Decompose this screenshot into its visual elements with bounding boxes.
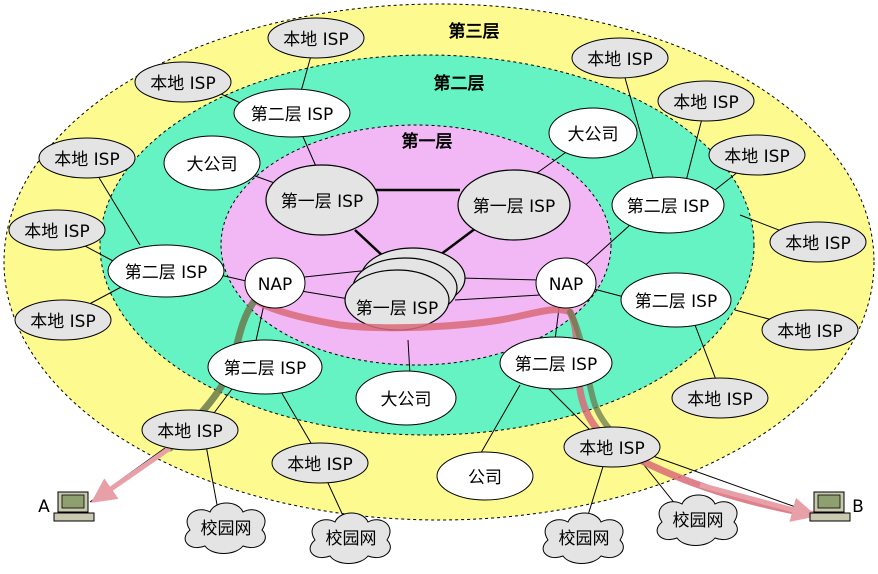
tier2-isp-node: 第二层 ISP — [620, 272, 732, 328]
svg-text:第二层 ISP: 第二层 ISP — [627, 197, 709, 217]
host-a-label: A — [38, 497, 50, 517]
local-isp-node: 本地 ISP — [571, 37, 669, 79]
campus-clouds: 校园网 校园网 校园网 校园网 — [184, 494, 738, 564]
company-node: 公司 — [436, 451, 534, 501]
svg-text:本地 ISP: 本地 ISP — [687, 390, 752, 410]
svg-text:本地 ISP: 本地 ISP — [54, 150, 119, 170]
local-isp-node: 本地 ISP — [708, 134, 806, 176]
local-isp-node: 本地 ISP — [8, 209, 106, 251]
tier1-backbone-links — [354, 188, 481, 259]
svg-text:第二层 ISP: 第二层 ISP — [125, 263, 207, 283]
local-isp-node: 本地 ISP — [271, 442, 369, 484]
svg-text:大公司: 大公司 — [187, 155, 238, 175]
big-company-node: 大公司 — [355, 370, 457, 426]
layer-one-title: 第一层 — [402, 131, 453, 152]
route-arrow-a — [90, 445, 172, 503]
svg-text:第二层 ISP: 第二层 ISP — [635, 292, 717, 312]
local-isp-node: 本地 ISP — [671, 377, 769, 419]
svg-text:本地 ISP: 本地 ISP — [157, 422, 222, 442]
big-company-node: 大公司 — [548, 107, 638, 159]
svg-text:第一层 ISP: 第一层 ISP — [473, 197, 555, 217]
svg-text:校园网: 校园网 — [201, 519, 252, 539]
svg-text:本地 ISP: 本地 ISP — [777, 322, 842, 342]
local-isp-node: 本地 ISP — [563, 426, 661, 468]
host-b-label: B — [852, 497, 864, 517]
campus-cloud: 校园网 — [184, 502, 266, 554]
svg-text:本地 ISP: 本地 ISP — [579, 439, 644, 459]
local-isp-node: 本地 ISP — [141, 409, 239, 451]
svg-text:第二层 ISP: 第二层 ISP — [515, 355, 597, 375]
svg-text:本地 ISP: 本地 ISP — [785, 234, 850, 254]
campus-cloud: 校园网 — [542, 512, 624, 564]
svg-text:第二层 ISP: 第二层 ISP — [251, 105, 333, 125]
layer-three-title: 第三层 — [449, 21, 500, 42]
tier2-isp-node: 第二层 ISP — [207, 339, 323, 395]
svg-text:大公司: 大公司 — [568, 125, 619, 145]
tier2-isp-node: 第二层 ISP — [499, 336, 613, 390]
big-company-node: 大公司 — [163, 135, 261, 191]
svg-text:公司: 公司 — [468, 468, 502, 488]
host-a-computer-icon — [53, 491, 95, 522]
svg-text:校园网: 校园网 — [559, 529, 610, 549]
route-arrow-b — [699, 482, 817, 522]
local-isp-node: 本地 ISP — [769, 221, 867, 263]
tier1-isp-node: 第一层 ISP — [457, 169, 571, 241]
tier1-isp-stack-label: 第一层 ISP — [356, 299, 438, 319]
svg-text:本地 ISP: 本地 ISP — [587, 50, 652, 70]
svg-text:大公司: 大公司 — [381, 390, 432, 410]
local-isp-node: 本地 ISP — [14, 299, 112, 341]
campus-cloud: 校园网 — [656, 494, 738, 546]
company-nodes: 大公司 大公司 大公司 公司 — [163, 107, 638, 501]
svg-text:本地 ISP: 本地 ISP — [673, 93, 738, 113]
nap-nodes: NAP NAP — [244, 257, 597, 309]
svg-text:NAP: NAP — [258, 275, 293, 295]
svg-text:NAP: NAP — [549, 275, 584, 295]
local-isp-node: 本地 ISP — [267, 17, 365, 59]
local-isp-node: 本地 ISP — [134, 61, 232, 103]
svg-text:本地 ISP: 本地 ISP — [24, 222, 89, 242]
tier1-isp-nodes: 第一层 ISP 第一层 ISP 第一层 ISP — [265, 164, 571, 319]
tier1-isp-stack — [344, 247, 466, 331]
svg-text:本地 ISP: 本地 ISP — [283, 30, 348, 50]
host-b-computer-icon — [809, 491, 851, 522]
local-isp-node: 本地 ISP — [761, 309, 859, 351]
nap-node-right: NAP — [535, 257, 597, 309]
campus-cloud: 校园网 — [309, 512, 391, 564]
tier1-isp-node: 第一层 ISP — [265, 164, 379, 236]
local-isp-nodes: 本地 ISP 本地 ISP 本地 ISP 本地 ISP 本地 ISP 本地 IS… — [8, 17, 867, 484]
svg-text:本地 ISP: 本地 ISP — [30, 312, 95, 332]
nap-node-left: NAP — [244, 257, 306, 309]
local-isp-node: 本地 ISP — [38, 137, 136, 179]
svg-text:校园网: 校园网 — [326, 529, 377, 549]
svg-text:校园网: 校园网 — [673, 511, 724, 531]
layer-two-title: 第二层 — [434, 73, 485, 94]
tier2-isp-node: 第二层 ISP — [233, 88, 351, 138]
tier2-isp-node: 第二层 ISP — [611, 176, 725, 234]
svg-text:本地 ISP: 本地 ISP — [287, 455, 352, 475]
tier2-isp-nodes: 第二层 ISP 第二层 ISP 第二层 ISP 第二层 ISP 第二层 ISP … — [107, 88, 732, 395]
svg-text:第二层 ISP: 第二层 ISP — [224, 359, 306, 379]
tier2-isp-node: 第二层 ISP — [107, 244, 225, 298]
svg-text:第一层 ISP: 第一层 ISP — [281, 192, 363, 212]
local-isp-node: 本地 ISP — [657, 80, 755, 122]
svg-text:本地 ISP: 本地 ISP — [150, 74, 215, 94]
svg-text:本地 ISP: 本地 ISP — [724, 147, 789, 167]
